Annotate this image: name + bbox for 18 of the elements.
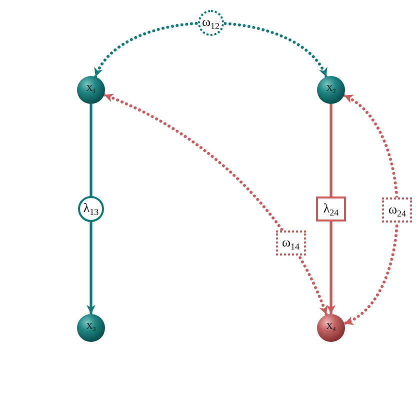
double-arrow	[342, 94, 399, 326]
edge-label: ω$_{14}$	[276, 230, 306, 256]
edge-label: λ$_{24}$	[316, 196, 346, 222]
node-label: X$_{4}$	[326, 322, 336, 331]
node-label: X$_{1}$	[86, 84, 96, 93]
node-label: X$_{3}$	[86, 322, 96, 331]
arrow	[326, 104, 336, 314]
double-arrow	[102, 93, 328, 316]
sphere-node	[317, 314, 345, 342]
edge-label: ω$_{12}$	[198, 10, 224, 36]
node-label: X$_{2}$	[326, 84, 336, 93]
edge-label: ω$_{24}$	[382, 197, 412, 222]
double-arrow	[94, 21, 328, 78]
sphere-node	[317, 76, 345, 104]
arrow	[86, 104, 96, 314]
edge-label: λ$_{13}$	[78, 196, 104, 222]
sphere-node	[77, 76, 105, 104]
sphere-node	[77, 314, 105, 342]
